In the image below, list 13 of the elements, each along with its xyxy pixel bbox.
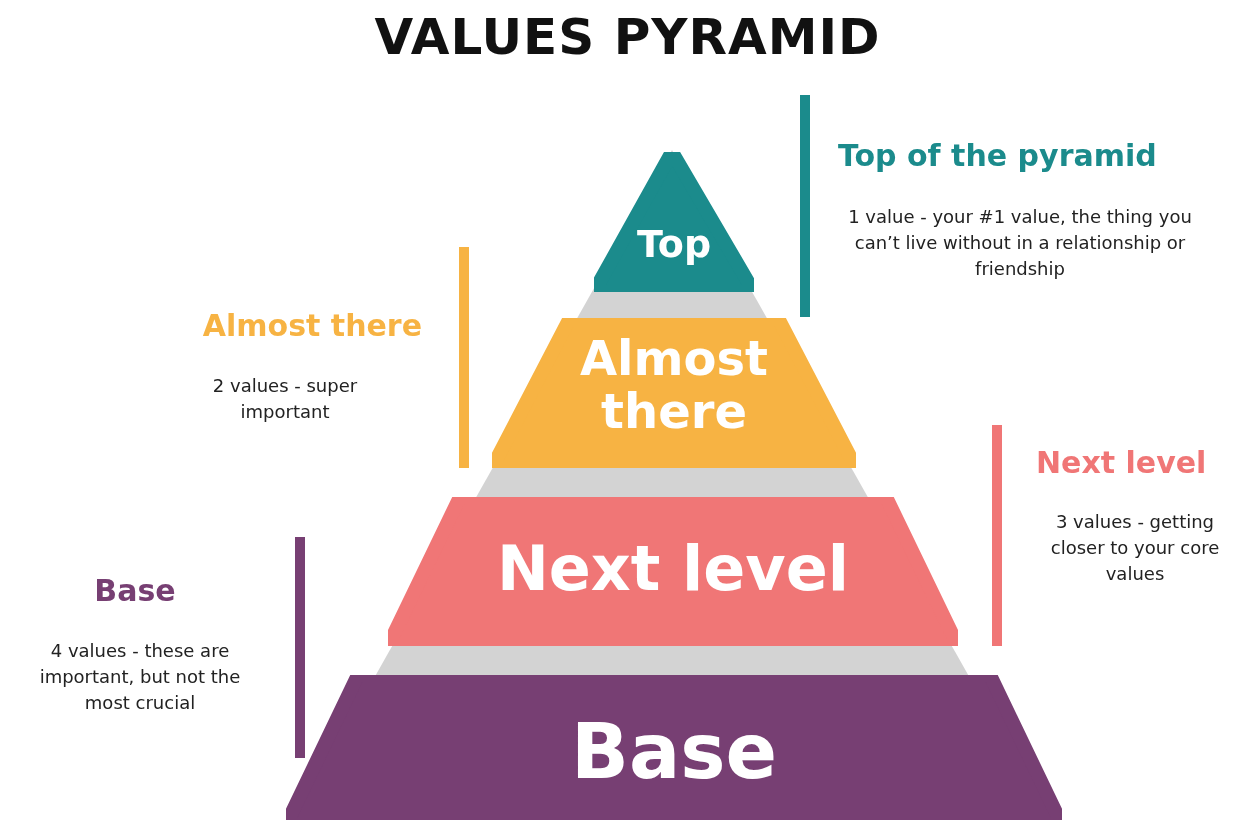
tier-label: Base: [570, 710, 778, 794]
annotation-text: 1 value - your #1 value, the thing you can’t live without in a relationship or friendship: [847, 205, 1193, 282]
annotation-heading: Base: [93, 573, 177, 608]
annotation-text: 4 values - these are important, but not the most crucial: [38, 639, 242, 716]
title: VALUES PYRAMID: [373, 8, 882, 66]
annotation-text: 2 values - super important: [211, 374, 359, 425]
tier-label: Top: [635, 224, 713, 266]
annotation-heading: Next level: [1036, 445, 1207, 480]
annotation-text: 3 values - getting closer to your core values: [1049, 510, 1221, 587]
tier-label: Almost there: [578, 332, 770, 438]
annotation-heading: Top of the pyramid: [838, 138, 1157, 173]
annotation-heading: Almost there: [201, 308, 422, 343]
tier-label: Next level: [495, 535, 851, 604]
